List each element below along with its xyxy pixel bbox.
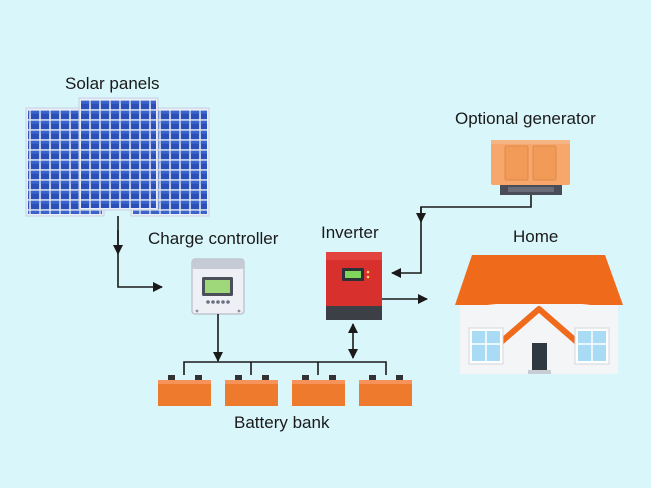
connections [113,195,532,375]
label-charge-controller: Charge controller [148,229,279,248]
solar-panel-center [78,97,159,211]
label-battery-bank: Battery bank [234,413,330,432]
battery [292,375,345,406]
connector-battery-bus [183,361,387,375]
battery [225,375,278,406]
battery [359,375,412,406]
inverter [326,252,382,320]
solar-panels [25,97,210,217]
battery-bank [158,375,412,406]
charge-controller [191,258,245,315]
home-window-right [574,327,610,365]
home-window-left [468,327,504,365]
home [455,255,623,374]
battery [158,375,211,406]
label-optional-generator: Optional generator [455,109,596,128]
label-home: Home [513,227,559,246]
label-solar-panels: Solar panels [65,74,160,93]
connector-panels-to-controller [117,216,163,292]
optional-generator [491,140,570,195]
label-inverter: Inverter [321,223,379,242]
